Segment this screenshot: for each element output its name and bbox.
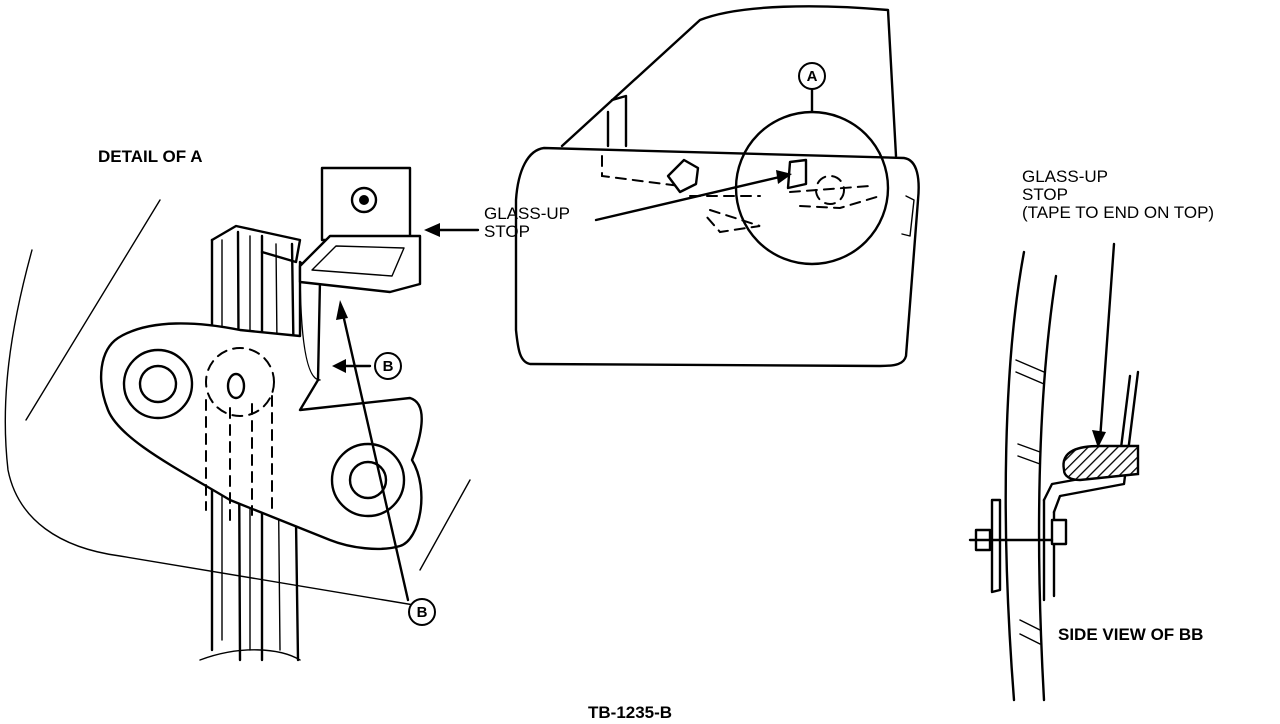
glass-up-stop-block: [298, 234, 422, 294]
leader-arrowhead-stop: [424, 223, 440, 237]
side-glass-up-stop: [1062, 444, 1140, 482]
door-drawing: [514, 5, 920, 368]
detail-a-circle: [734, 110, 890, 266]
leader-side-stop: [1098, 242, 1116, 442]
channel-break-line: [199, 649, 301, 661]
glass-up-stop-label-center: GLASS-UP STOP: [484, 205, 570, 241]
door-hidden-rail: [789, 185, 881, 210]
door-stop-1: [666, 158, 700, 194]
door-hidden-pivot: [815, 175, 845, 205]
hidden-pivot-circle: [205, 347, 275, 417]
door-hidden-mechanism: [601, 155, 761, 234]
bolt-hole-right-outer: [330, 442, 406, 518]
pivot-hole: [226, 372, 246, 400]
leader-arrowhead-side: [1092, 430, 1106, 448]
callout-a: A: [798, 62, 826, 90]
bolt-hole-right-inner: [348, 460, 388, 500]
bolt-hole-left-inner: [138, 364, 178, 404]
glass-up-stop-right-line1: GLASS-UP: [1022, 167, 1108, 186]
side-view-label: SIDE VIEW OF BB: [1058, 625, 1204, 644]
leader-stop-to-door: [594, 174, 786, 222]
window-frame-inner: [610, 94, 628, 148]
glass-up-stop-center-line1: GLASS-UP: [484, 204, 570, 223]
glass-reflection-line: [25, 199, 161, 421]
glass-up-stop-right-line3: (TAPE TO END ON TOP): [1022, 202, 1215, 222]
door-stop-2: [786, 158, 808, 190]
glass-reflection-line-2: [419, 479, 471, 571]
figure-id-label: TB-1235-B: [588, 703, 673, 722]
door-panel: [514, 146, 920, 368]
leader-arrowhead-b-upper: [332, 359, 346, 373]
section-arrowhead-bb: [336, 300, 348, 320]
callout-b-upper: B: [374, 352, 402, 380]
section-line-bb: [340, 308, 410, 602]
side-bolt-head: [1050, 518, 1068, 546]
side-bracket: [990, 498, 1002, 594]
door-latch: [901, 195, 915, 237]
channel-top: [210, 224, 302, 264]
window-frame-outer: [560, 5, 898, 158]
channel-profile: [1042, 370, 1140, 514]
detail-a-drawing: [4, 166, 480, 662]
glass-up-stop-right-line2: STOP: [1022, 184, 1068, 204]
glass-right-edge: [1037, 274, 1058, 702]
stop-block-top: [311, 245, 405, 277]
stop-nut-center: [359, 195, 369, 205]
channel-legs: [1042, 498, 1056, 602]
glass-up-stop-center-line2: STOP: [484, 221, 530, 241]
detail-of-a-label: DETAIL OF A: [98, 147, 203, 166]
hidden-channel-lines: [205, 395, 273, 521]
glass-edge-line: [4, 249, 421, 607]
glass-hatch: [1015, 359, 1045, 645]
callout-b-lower: B: [408, 598, 436, 626]
leader-arrowhead-door: [776, 170, 792, 184]
side-view-drawing: [968, 242, 1140, 702]
glass-up-stop-label-right: GLASS-UP STOP (TAPE TO END ON TOP): [1022, 168, 1214, 222]
glass-left-edge: [1004, 250, 1026, 702]
bolt-hole-left-outer: [122, 348, 194, 420]
bracket-flange: [299, 261, 321, 381]
